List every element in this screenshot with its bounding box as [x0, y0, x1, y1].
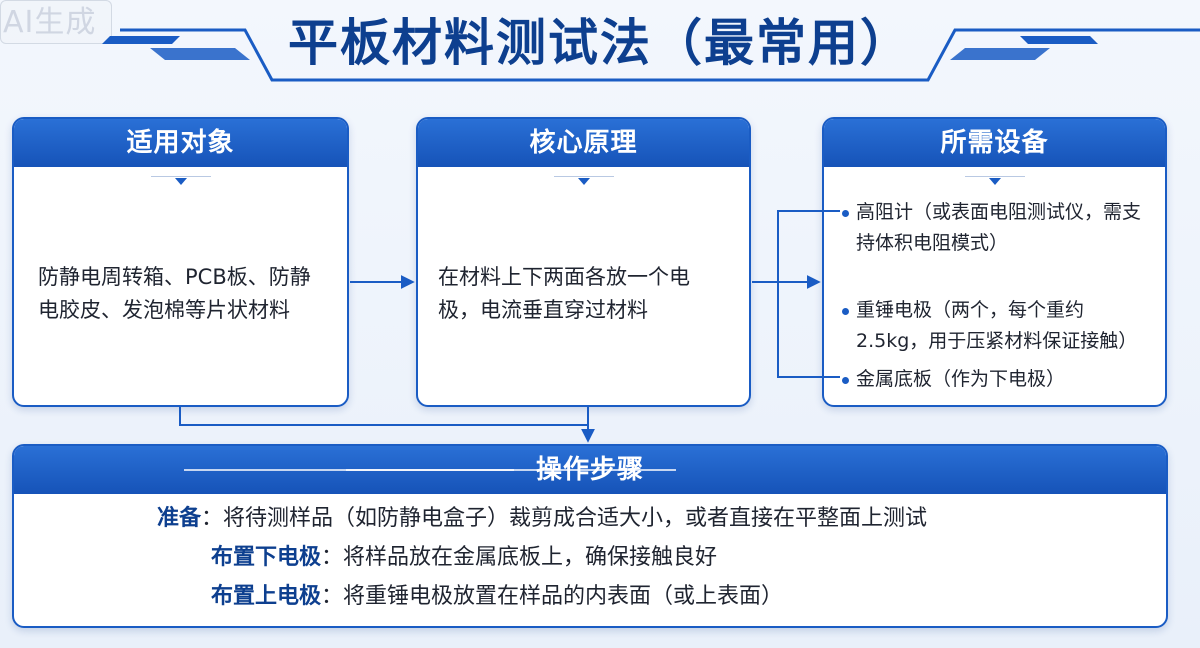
step-label: 布置上电极 — [211, 584, 322, 609]
card-core-principle: 核心原理 在材料上下两面各放一个电极，电流垂直穿过材料 — [416, 117, 751, 407]
bullet-icon — [842, 377, 849, 384]
down-arrow-icon — [964, 175, 1025, 187]
step-separator: ： — [321, 584, 344, 609]
step-text: 将重锤电极放置在样品的内表面（或上表面） — [343, 584, 784, 609]
card-applicable-objects: 适用对象 防静电周转箱、PCB板、防静电胶皮、发泡棉等片状材料 — [12, 117, 349, 407]
operation-steps-panel: 操作步骤 准备：将待测样品（如防静电盒子）裁剪成合适大小，或者直接在平整面上测试… — [12, 444, 1168, 628]
title-decoration — [102, 28, 1200, 82]
operation-steps-header: 操作步骤 — [14, 446, 1166, 494]
step-text: 将样品放在金属底板上，确保接触良好 — [343, 545, 718, 570]
bullet-icon — [842, 308, 849, 315]
card-applicable-objects-text: 防静电周转箱、PCB板、防静电胶皮、发泡棉等片状材料 — [38, 265, 311, 322]
equipment-item: 重锤电极（两个，每个重约2.5kg，用于压紧材料保证接触） — [842, 295, 1155, 357]
step-row-lower-electrode: 布置下电极：将样品放在金属底板上，确保接触良好 — [211, 541, 717, 575]
equipment-item-text: 重锤电极（两个，每个重约2.5kg，用于压紧材料保证接触） — [856, 299, 1138, 352]
card-core-principle-heading: 核心原理 — [418, 119, 749, 167]
step-row-upper-electrode: 布置上电极：将重锤电极放置在样品的内表面（或上表面） — [211, 580, 783, 614]
card-required-equipment-heading: 所需设备 — [824, 119, 1165, 167]
equipment-item-text: 高阻计（或表面电阻测试仪，需支持体积电阻模式） — [856, 201, 1142, 254]
equipment-item-text: 金属底板（作为下电极） — [856, 368, 1066, 390]
card-core-principle-text: 在材料上下两面各放一个电极，电流垂直穿过材料 — [438, 265, 690, 322]
step-label: 准备 — [157, 506, 202, 531]
step-row-prepare: 准备：将待测样品（如防静电盒子）裁剪成合适大小，或者直接在平整面上测试 — [157, 502, 927, 536]
step-label: 布置下电极 — [211, 545, 322, 570]
step-separator: ： — [321, 545, 344, 570]
down-arrow-icon — [150, 175, 211, 187]
step-separator: ： — [201, 506, 224, 531]
equipment-item: 金属底板（作为下电极） — [842, 364, 1155, 395]
ai-generated-watermark: AI生成 — [0, 0, 112, 44]
page-title: 平板材料测试法（最常用） — [288, 14, 912, 72]
bullet-icon — [842, 210, 849, 217]
card-applicable-objects-heading: 适用对象 — [14, 119, 347, 167]
equipment-item: 高阻计（或表面电阻测试仪，需支持体积电阻模式） — [842, 197, 1155, 259]
step-text: 将待测样品（如防静电盒子）裁剪成合适大小，或者直接在平整面上测试 — [223, 506, 928, 531]
down-arrow-icon — [553, 175, 614, 187]
header-divider-line — [346, 469, 676, 471]
card-required-equipment: 所需设备 高阻计（或表面电阻测试仪，需支持体积电阻模式） 重锤电极（两个，每个重… — [822, 117, 1167, 407]
